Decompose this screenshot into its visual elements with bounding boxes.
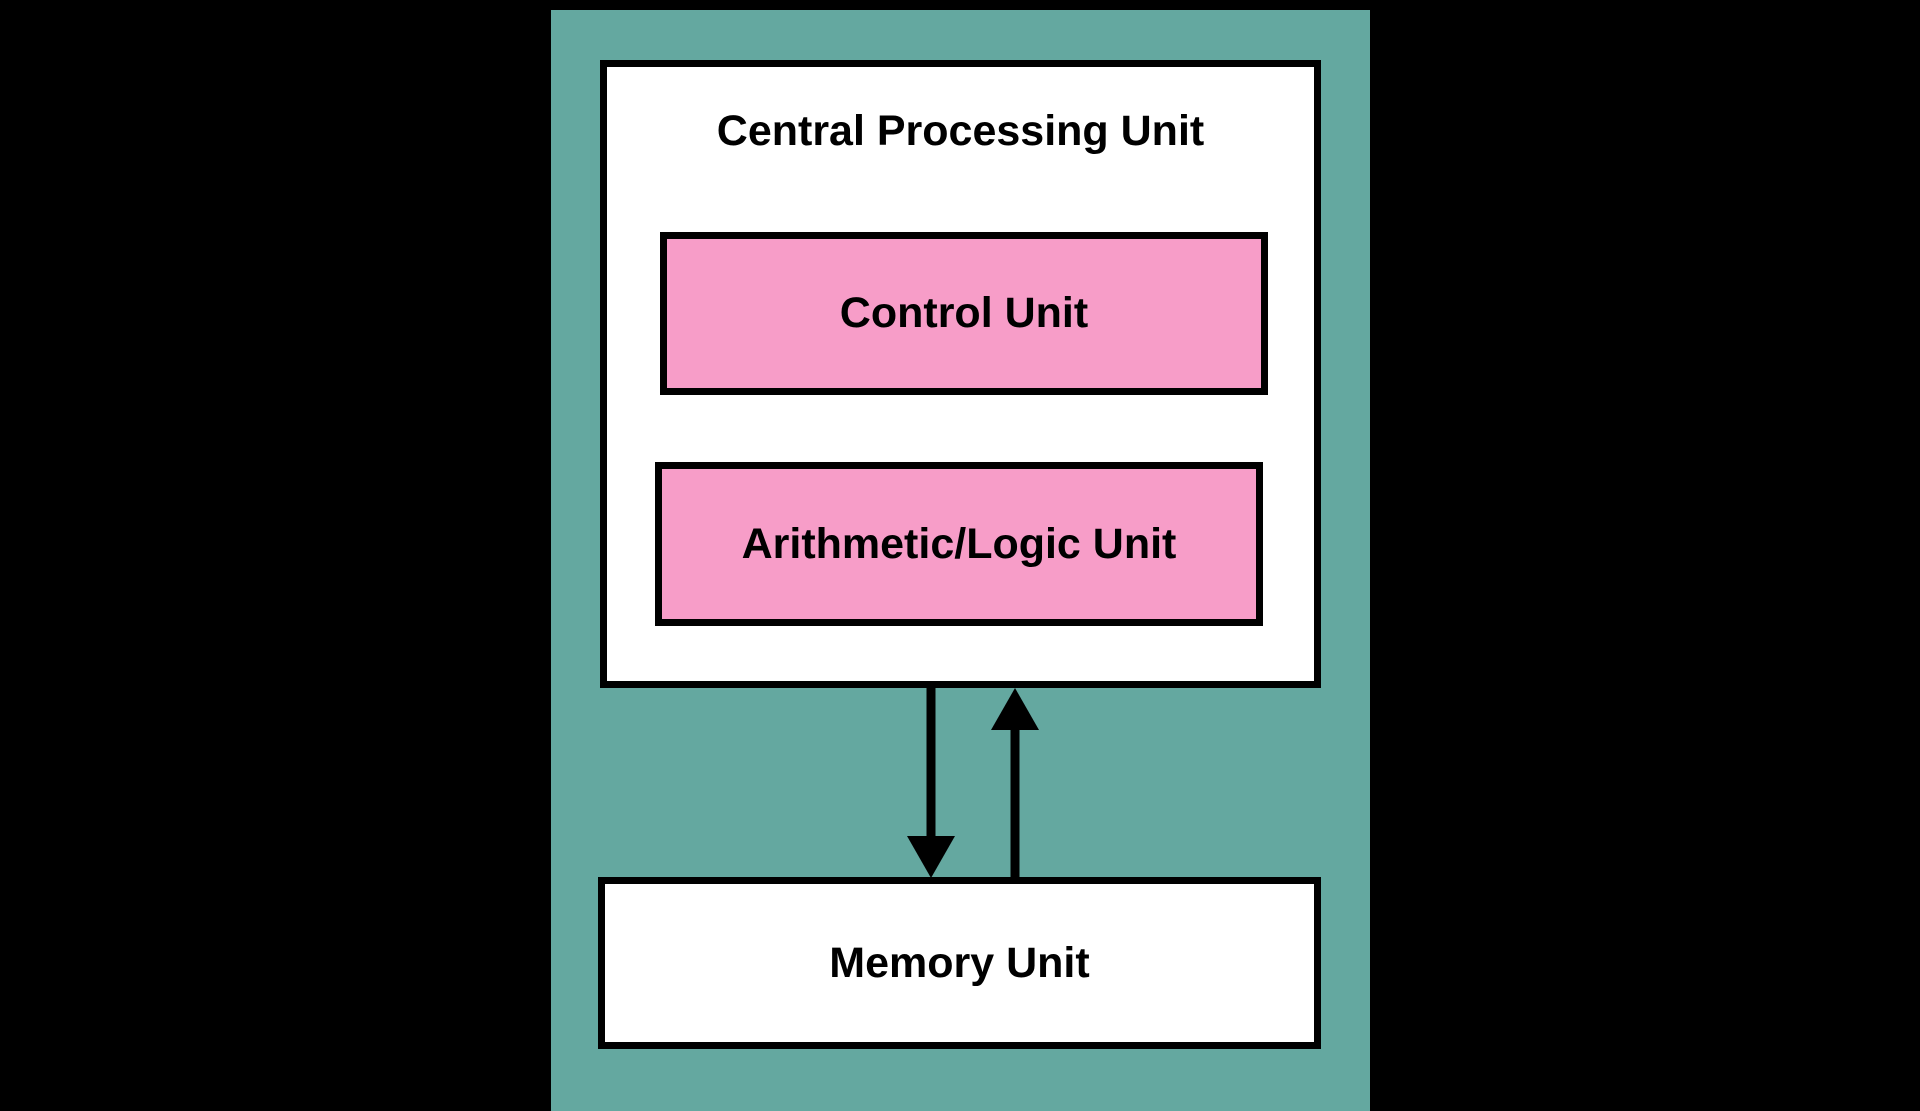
control-unit-label: Control Unit	[839, 289, 1089, 337]
cpu-title: Central Processing Unit	[716, 107, 1205, 155]
arithmetic-logic-unit-box[interactable]: Arithmetic/Logic Unit	[655, 462, 1263, 626]
computer-system-panel: Central Processing Unit Control Unit Ari…	[551, 10, 1370, 1111]
control-unit-box[interactable]: Control Unit	[660, 232, 1268, 395]
arithmetic-logic-unit-label: Arithmetic/Logic Unit	[741, 519, 1177, 568]
arrow-up-icon	[991, 688, 1039, 878]
memory-unit-box[interactable]: Memory Unit	[598, 877, 1321, 1049]
arrow-down-icon	[907, 688, 955, 878]
memory-unit-label: Memory Unit	[829, 938, 1090, 987]
